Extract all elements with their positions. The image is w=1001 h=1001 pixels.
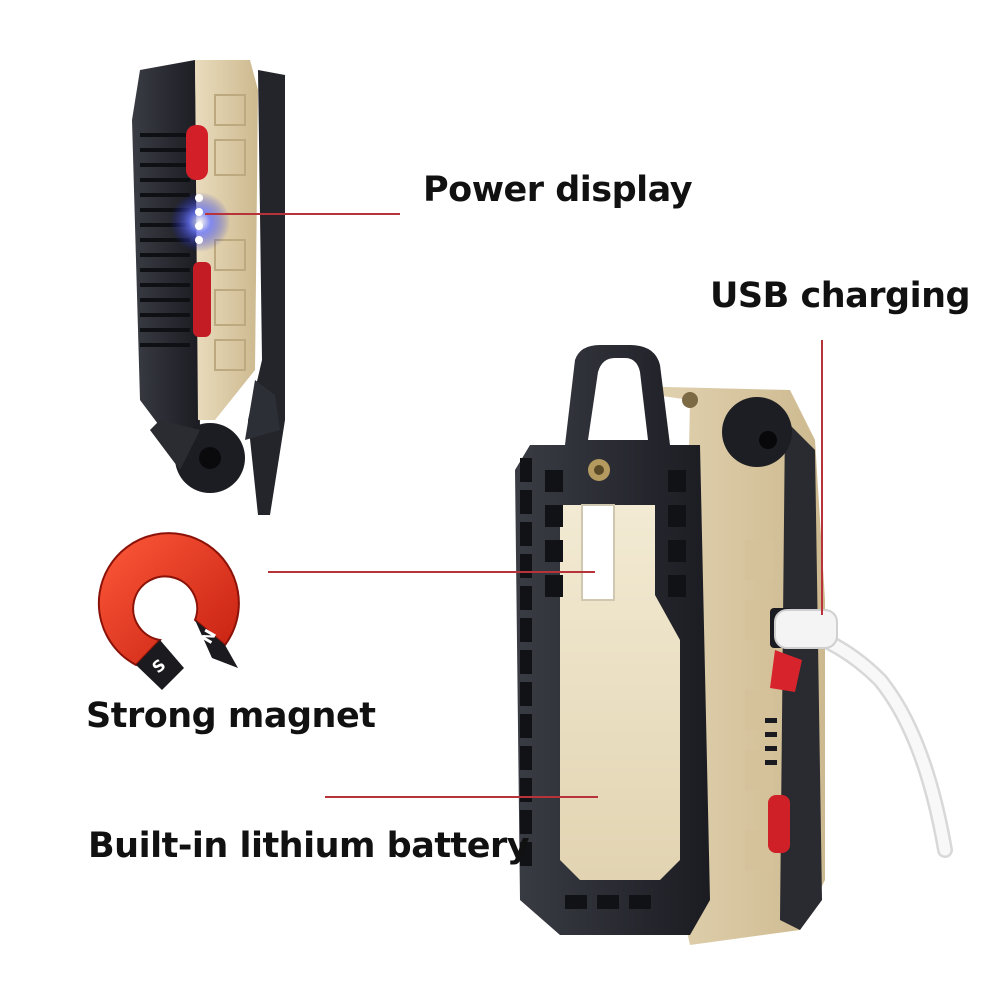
magnet-icon: S N (97, 532, 240, 690)
light-front-view (515, 345, 953, 945)
usb-charging-label: USB charging (710, 276, 971, 316)
battery-label: Built-in lithium battery (88, 826, 530, 866)
light-side-view (132, 60, 285, 515)
power-display-label: Power display (423, 170, 693, 210)
strong-magnet-label: Strong magnet (86, 696, 376, 736)
leader-lines (205, 213, 823, 798)
